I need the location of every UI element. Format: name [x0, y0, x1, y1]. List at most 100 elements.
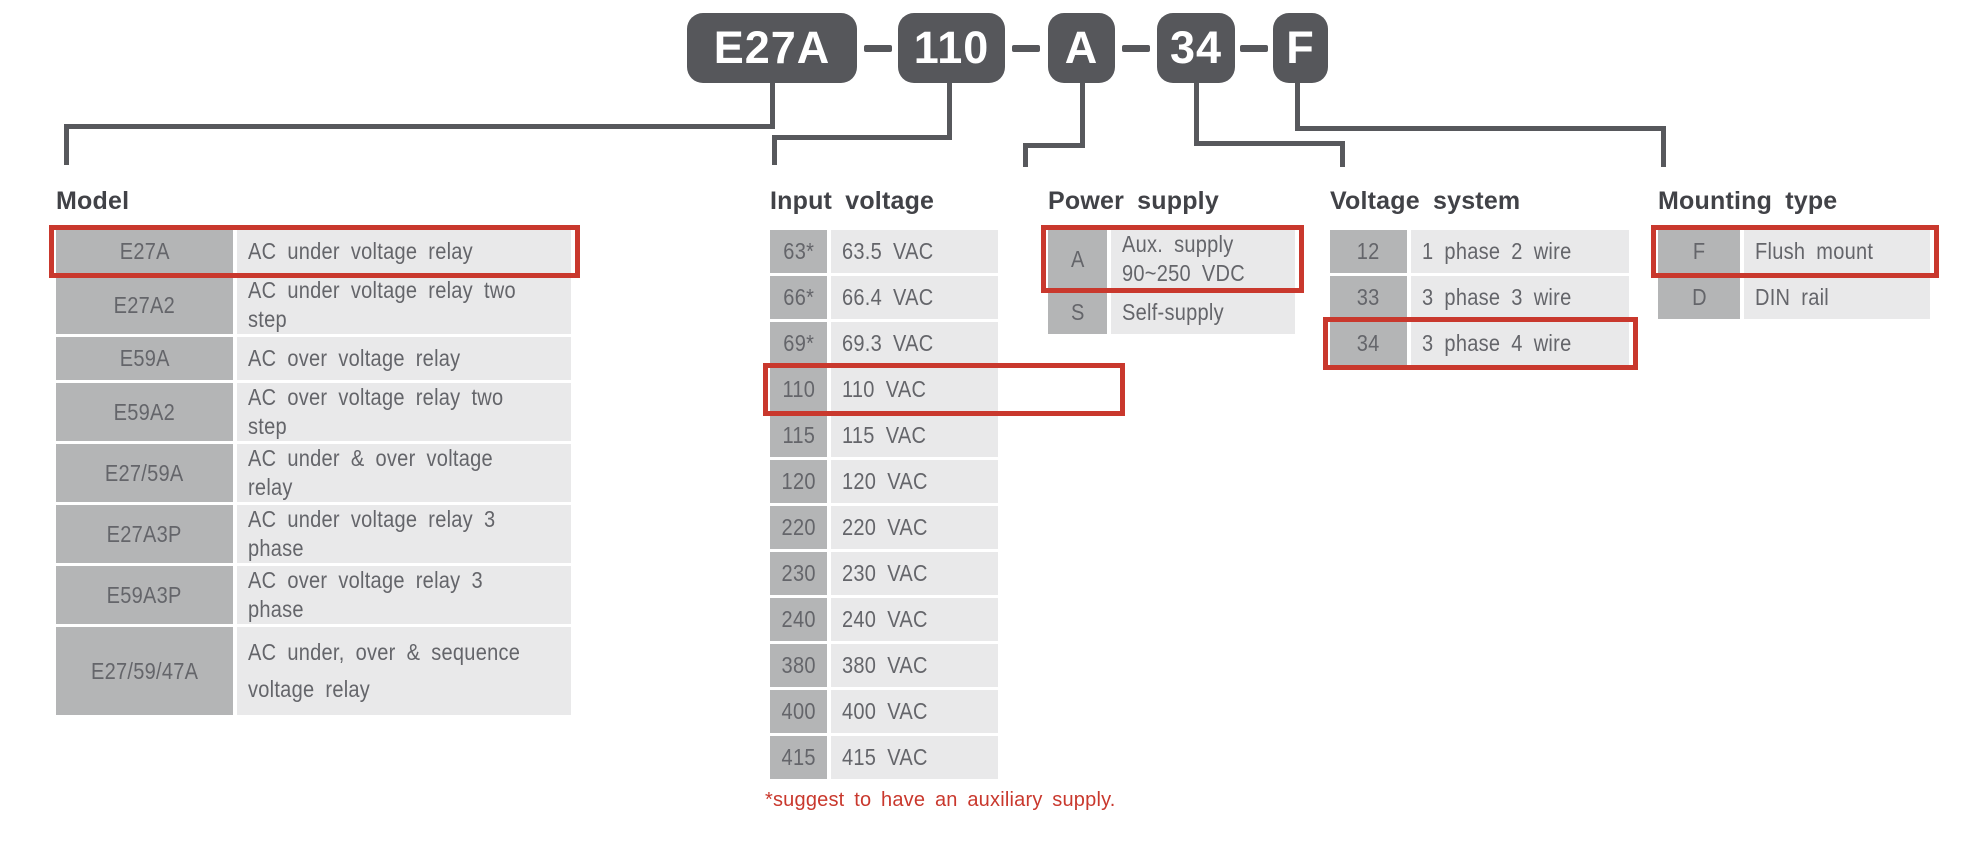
table-row: 66*66.4 VAC — [770, 276, 1116, 319]
connector-line — [64, 124, 69, 165]
row-code: D — [1691, 284, 1707, 310]
dash-separator — [1122, 45, 1150, 52]
row-code-cell: E27A3P — [56, 505, 233, 563]
row-description-cell: Self-supply — [1111, 291, 1295, 334]
row-code: E59A2 — [113, 398, 176, 425]
row-code-cell: 63* — [770, 230, 827, 273]
row-code-cell: 34 — [1330, 322, 1407, 365]
row-description-cell: AC under & over voltage relay — [237, 444, 571, 502]
row-description-cell: 3 phase 4 wire — [1411, 322, 1629, 365]
code-segment-model: E27A — [687, 13, 857, 83]
row-code: 33 — [1357, 284, 1380, 310]
row-code: 220 — [781, 514, 816, 540]
row-code-cell: F — [1658, 230, 1740, 273]
table-row: E27A3P AC under voltage relay 3 phase — [56, 505, 571, 563]
connector-line — [1080, 83, 1085, 148]
row-code: 240 — [781, 606, 816, 632]
row-description: AC over voltage relay — [248, 345, 461, 371]
connector-line — [1295, 83, 1300, 131]
section-title: Mounting type — [1658, 187, 1838, 215]
row-description-cell: AC over voltage relay two step — [237, 383, 571, 441]
row-code: E27/59/47A — [90, 657, 199, 684]
row-code-cell: E27A2 — [56, 276, 233, 334]
row-description: 3 phase 3 wire — [1422, 284, 1572, 310]
connector-line — [1023, 143, 1085, 148]
row-description-cell: AC over voltage relay — [237, 337, 571, 380]
row-description-cell: 63.5 VAC — [831, 230, 998, 273]
row-code: 230 — [781, 560, 816, 586]
row-description: 3 phase 4 wire — [1422, 330, 1572, 356]
connector-line — [1194, 141, 1345, 146]
row-code: 34 — [1357, 330, 1380, 356]
footnote: *suggest to have an auxiliary supply. — [765, 789, 1116, 811]
connector-line — [1023, 143, 1028, 167]
row-code-cell: 220 — [770, 506, 827, 549]
code-segment-voltage-system: 34 — [1157, 13, 1235, 83]
row-description: AC under voltage relay — [248, 238, 473, 264]
row-description-cell: 115 VAC — [831, 414, 998, 457]
row-code-cell: 230 — [770, 552, 827, 595]
row-description: 220 VAC — [842, 514, 928, 540]
row-code: E27A3P — [106, 520, 182, 547]
row-description: 115 VAC — [842, 422, 927, 448]
row-description: Aux. supply 90~250 VDC — [1122, 231, 1245, 286]
row-code-cell: 33 — [1330, 276, 1407, 319]
row-description: 120 VAC — [842, 468, 928, 494]
table-row-highlighted: E27A AC under voltage relay — [49, 225, 580, 278]
row-code: E59A — [119, 345, 170, 371]
connector-line — [64, 124, 775, 129]
row-description-cell: 110 VAC — [831, 368, 998, 411]
dash-separator — [1240, 45, 1268, 52]
row-description-cell: 69.3 VAC — [831, 322, 998, 365]
section-title: Voltage system — [1330, 187, 1521, 215]
table-row: 33 3 phase 3 wire — [1330, 276, 1629, 319]
row-code: E59A3P — [106, 581, 182, 608]
table-row-highlighted: 110 110 VAC — [763, 363, 1125, 416]
row-code: 110 — [782, 376, 815, 402]
connector-line — [1194, 83, 1199, 146]
table-row: E59A AC over voltage relay — [56, 337, 571, 380]
connector-line — [772, 135, 777, 165]
table-row: 120 120 VAC — [770, 460, 1116, 503]
row-description: 69.3 VAC — [842, 330, 934, 356]
connector-line — [1340, 141, 1345, 167]
table-row-highlighted: 34 3 phase 4 wire — [1323, 317, 1638, 370]
row-code-cell: E27A — [56, 230, 233, 273]
row-description-cell: 3 phase 3 wire — [1411, 276, 1629, 319]
row-code-cell: 66* — [770, 276, 827, 319]
row-code-cell: 115 — [770, 414, 827, 457]
row-description: AC over voltage relay 3 phase — [248, 567, 483, 622]
row-code-cell: E59A3P — [56, 566, 233, 624]
row-code-cell: D — [1658, 276, 1740, 319]
connector-line — [772, 135, 952, 140]
row-code-cell: 240 — [770, 598, 827, 641]
row-code: 120 — [781, 468, 816, 494]
row-code: A — [1070, 245, 1085, 272]
asterisk: * — [805, 238, 814, 264]
row-description: AC under voltage relay 3 phase — [248, 506, 496, 561]
table-row: E59A2 AC over voltage relay two step — [56, 383, 571, 441]
row-code: 63* — [783, 238, 814, 264]
row-code: E27/59A — [105, 459, 184, 486]
row-code-cell: 110 — [770, 368, 827, 411]
row-description: 415 VAC — [842, 744, 928, 770]
table-row: E27/59A AC under & over voltage relay — [56, 444, 571, 502]
row-code: 115 — [782, 422, 815, 448]
row-code: E27A2 — [113, 291, 176, 318]
row-code: 69* — [783, 330, 814, 356]
row-description-cell: 120 VAC — [831, 460, 998, 503]
